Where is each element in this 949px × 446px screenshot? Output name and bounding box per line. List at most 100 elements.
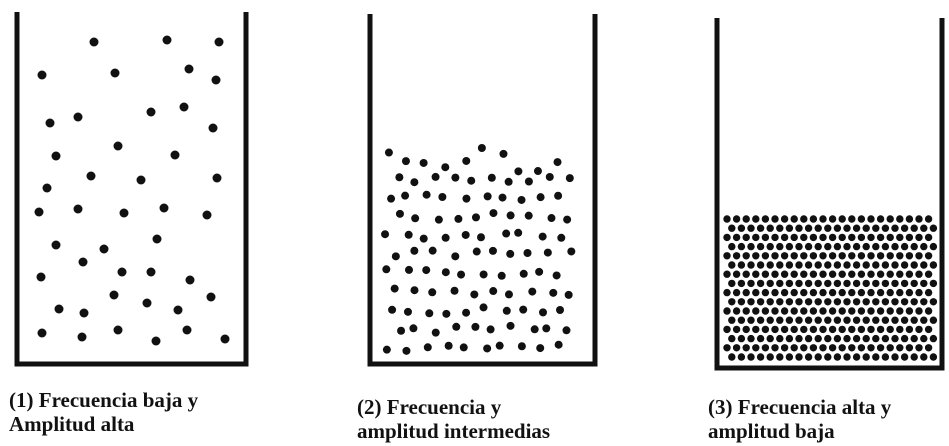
particle-295: [814, 334, 822, 343]
particle-2: [742, 215, 750, 223]
particle-150: [896, 270, 904, 278]
particle-106: [896, 252, 904, 260]
particle-27: [776, 224, 784, 232]
particle-190: [857, 288, 866, 297]
particle-186: [819, 288, 827, 297]
particle-323: [867, 344, 875, 352]
particle-204: [785, 298, 794, 306]
particle-32: [824, 224, 832, 232]
particle-289: [756, 334, 765, 343]
particle-156: [747, 279, 755, 288]
particle-19: [565, 174, 574, 183]
particle-249: [795, 316, 803, 324]
particle-25: [483, 192, 492, 201]
particle-121: [833, 261, 842, 269]
particle-53: [451, 252, 460, 261]
particle-303: [891, 334, 899, 343]
particle-220: [723, 307, 731, 315]
container-1: [14, 12, 249, 367]
particle-343: [852, 353, 861, 361]
particle-82: [425, 309, 434, 318]
particle-311: [752, 344, 760, 352]
particle-26: [152, 234, 162, 244]
particle-192: [876, 288, 885, 297]
particle-55: [828, 233, 837, 242]
particle-13: [113, 141, 123, 151]
particle-250: [804, 316, 813, 324]
particle-336: [785, 353, 794, 361]
particle-255: [852, 316, 861, 324]
particle-12: [838, 215, 846, 223]
particle-95: [486, 325, 495, 334]
particle-213: [872, 298, 880, 306]
particle-262: [920, 316, 928, 324]
particle-178: [742, 288, 750, 297]
particle-92: [431, 328, 440, 337]
particle-119: [814, 261, 822, 269]
particle-3: [37, 70, 47, 80]
particle-40: [381, 230, 390, 239]
particle-104: [876, 252, 885, 260]
particles-group-1: [34, 35, 230, 346]
particle-193: [886, 288, 894, 297]
particle-42: [920, 224, 928, 232]
particle-60: [876, 233, 885, 242]
caption-panel-2-line-2: amplitud intermedias: [357, 419, 551, 443]
particle-65: [924, 233, 933, 242]
particle-131: [929, 261, 938, 269]
particle-148: [876, 270, 885, 278]
particle-67: [519, 269, 528, 278]
particle-210: [843, 298, 851, 306]
particle-20: [387, 194, 396, 203]
particle-1: [401, 157, 410, 166]
particle-28: [117, 267, 127, 277]
particle-0: [89, 37, 99, 47]
particle-197: [924, 288, 933, 297]
particle-265: [732, 325, 741, 334]
particle-200: [747, 298, 755, 306]
particle-279: [867, 325, 875, 334]
particle-245: [756, 316, 765, 324]
particle-46: [502, 229, 511, 238]
particle-11: [208, 123, 218, 133]
particle-102: [423, 343, 432, 352]
particle-310: [742, 344, 750, 352]
particle-14: [467, 176, 476, 185]
particle-321: [848, 344, 856, 352]
particle-277: [848, 325, 856, 334]
particle-351: [929, 353, 938, 361]
particle-66: [728, 242, 736, 251]
particle-30: [395, 209, 404, 218]
particle-298: [843, 334, 851, 343]
particle-3: [441, 163, 450, 172]
particle-259: [891, 316, 899, 324]
particle-152: [915, 270, 923, 278]
particle-217: [910, 298, 918, 306]
particle-335: [776, 353, 784, 361]
particle-194: [896, 288, 904, 297]
particle-238: [896, 307, 904, 315]
particle-112: [747, 261, 755, 269]
particle-93: [452, 322, 461, 331]
particle-7: [514, 167, 523, 176]
particle-16: [136, 175, 146, 185]
particle-246: [766, 316, 774, 324]
particle-18: [545, 172, 554, 181]
particle-306: [920, 334, 928, 343]
particle-167: [852, 279, 861, 288]
particle-143: [828, 270, 837, 278]
particle-96: [800, 252, 808, 260]
particle-48: [761, 233, 770, 242]
particle-234: [857, 307, 866, 315]
particle-78: [549, 288, 558, 297]
particle-57: [848, 233, 856, 242]
particle-32: [434, 215, 443, 224]
particle-85: [479, 303, 488, 312]
particle-302: [881, 334, 890, 343]
particle-2: [419, 158, 428, 167]
particle-64: [915, 233, 923, 242]
particle-144: [838, 270, 846, 278]
particle-179: [752, 288, 760, 297]
particle-329: [924, 344, 933, 352]
particle-42: [182, 325, 192, 335]
